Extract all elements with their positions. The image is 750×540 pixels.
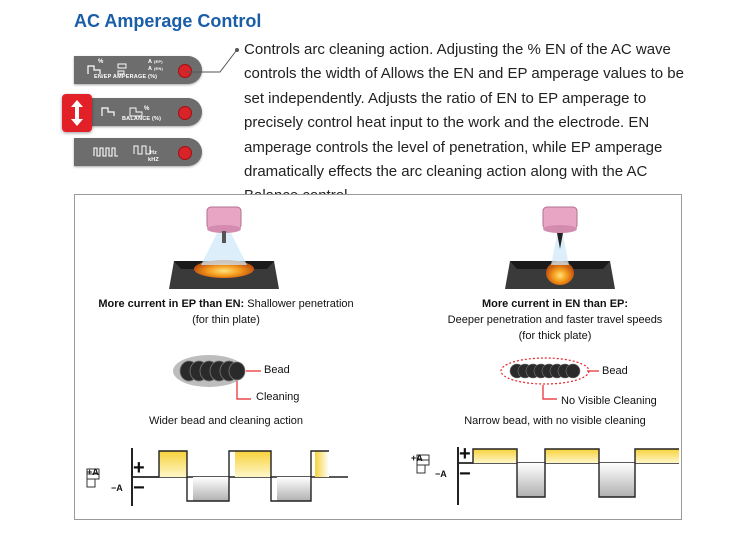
selector-switch <box>62 94 92 132</box>
right-caption-line3: (for thick plate) <box>518 330 592 342</box>
right-plus-sign: + <box>459 443 471 465</box>
left-plus-sign: + <box>133 457 145 479</box>
illustration-panel: More current in EP than EN: Shallower pe… <box>74 194 682 520</box>
right-minus-sign: − <box>459 463 471 485</box>
torch-deep-illustration <box>505 206 615 289</box>
red-indicator-dot <box>178 64 192 78</box>
right-caption-bold: More current in EN than EP: <box>481 298 629 310</box>
hz-label: Hz <box>150 150 158 156</box>
wide-bead-illustration <box>173 355 261 400</box>
control-panel-illustration: % A (EP) A (EN) EN/EP AMPERAGE (%) % BAL… <box>62 52 202 172</box>
en-ep-amperage-label: EN/EP AMPERAGE (%) <box>94 74 158 80</box>
left-summary: Wider bead and cleaning action <box>148 415 304 427</box>
left-amp-minus: −A <box>111 483 123 493</box>
balance-percent: % <box>144 106 150 112</box>
callout-line <box>186 48 239 73</box>
balance-knob: % BALANCE (%) <box>74 98 202 126</box>
left-amp-plus: +A <box>87 467 99 477</box>
percent-label: % <box>98 59 104 65</box>
left-ac-waveform <box>86 448 348 506</box>
left-caption-bold: More current in EP than EN: <box>98 298 245 310</box>
amp-ep-sub: (EP) <box>154 59 163 64</box>
balance-label: BALANCE (%) <box>122 116 162 122</box>
right-amp-minus: −A <box>435 469 447 479</box>
left-minus-sign: − <box>133 477 145 499</box>
right-caption-line2: Deeper penetration and faster travel spe… <box>447 314 663 326</box>
up-down-arrow-icon <box>71 100 83 126</box>
red-indicator-dot <box>178 146 192 160</box>
left-bead-label: Bead <box>264 364 290 376</box>
khz-label: kHZ <box>148 157 159 163</box>
frequency-wave-icon <box>93 145 151 157</box>
description-text: Controls arc cleaning action. Adjusting … <box>244 41 684 204</box>
amp-en-label: A <box>148 66 153 72</box>
right-ac-waveform <box>416 447 679 505</box>
page-title: AC Amperage Control <box>74 11 262 31</box>
torch-shallow-illustration <box>169 206 279 289</box>
amp-ep-label: A <box>148 59 153 65</box>
left-caption-rest: Shallower penetration <box>244 298 354 310</box>
frequency-knob: Hz kHZ <box>74 138 202 166</box>
narrow-bead-illustration <box>500 357 599 400</box>
right-cleaning-label: No Visible Cleaning <box>561 395 657 407</box>
left-cleaning-label: Cleaning <box>256 391 300 403</box>
right-caption: More current in EN than EP: Deeper penet… <box>415 296 695 344</box>
balance-icon <box>101 107 143 117</box>
amp-en-sub: (EN) <box>154 66 164 71</box>
right-summary: Narrow bead, with no visible cleaning <box>464 415 646 427</box>
en-ep-amperage-knob: % A (EP) A (EN) EN/EP AMPERAGE (%) <box>74 56 202 84</box>
left-caption-line2: (for thin plate) <box>192 314 260 326</box>
right-bead-label: Bead <box>602 365 628 377</box>
right-amp-plus: +A <box>411 453 423 463</box>
en-ep-amperage-icon <box>87 63 127 75</box>
left-caption: More current in EP than EN: Shallower pe… <box>75 296 377 328</box>
red-indicator-dot <box>178 106 192 120</box>
